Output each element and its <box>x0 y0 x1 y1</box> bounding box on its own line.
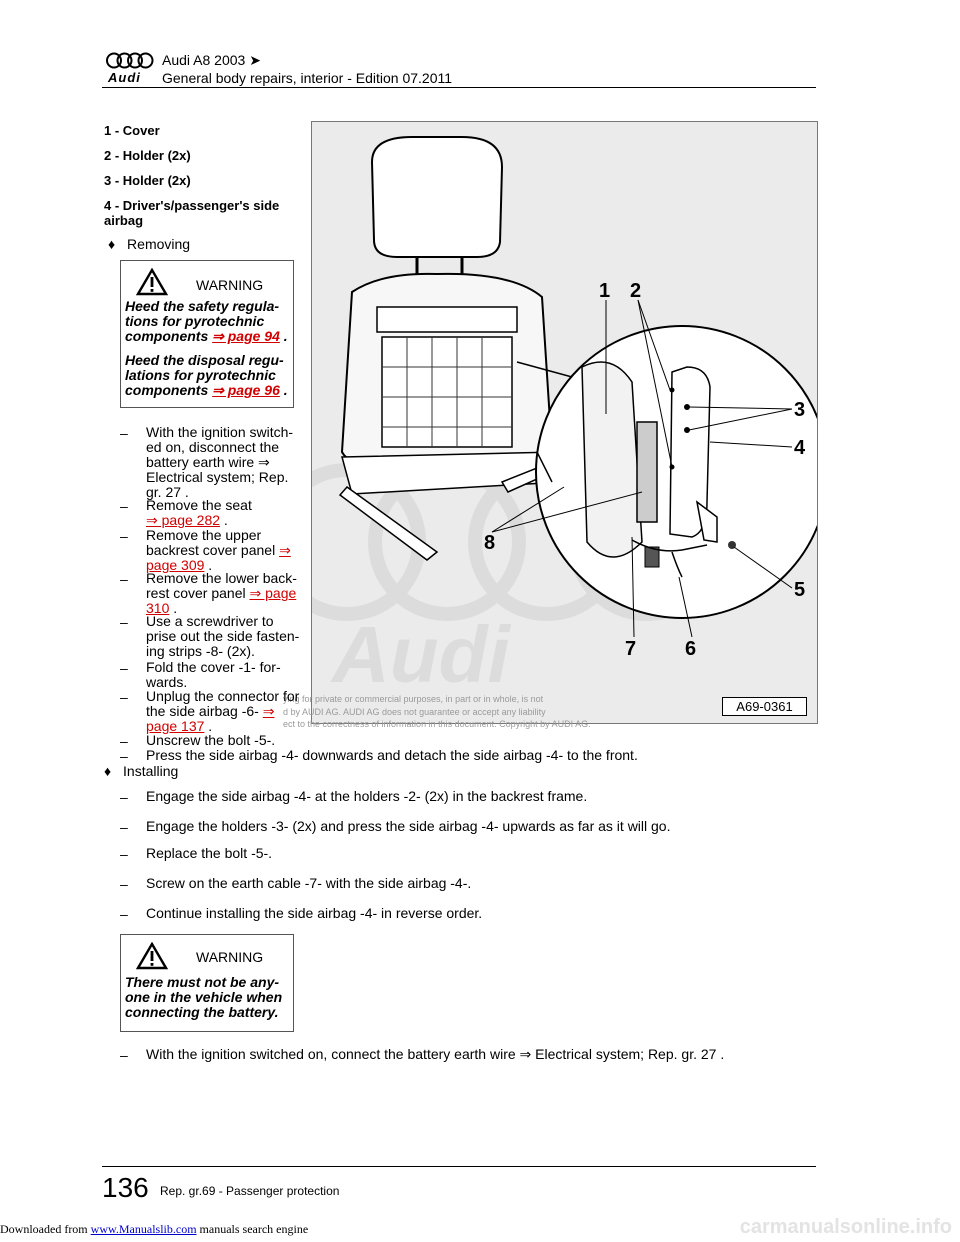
callout-8: 8 <box>484 532 495 554</box>
step-dash: – <box>120 571 128 587</box>
step-dash: – <box>120 689 128 705</box>
link-page-94[interactable]: ⇒ page 94 <box>212 328 280 344</box>
step-dash: – <box>120 425 128 441</box>
warning-title: WARNING <box>196 949 264 965</box>
diamond-bullet-icon: ♦ <box>104 763 112 779</box>
step-dash: – <box>120 789 128 805</box>
step-dash: – <box>120 748 128 764</box>
callout-7: 7 <box>625 638 636 660</box>
warning-triangle-icon <box>136 942 168 970</box>
install-step-4: Screw on the earth cable -7- with the si… <box>146 875 472 891</box>
footer-section: Rep. gr.69 - Passenger protection <box>160 1184 340 1198</box>
callout-1: 1 <box>599 280 610 302</box>
warning-title: WARNING <box>196 277 264 293</box>
remove-step-4: Remove the lower back-rest cover panel ⇒… <box>146 570 297 616</box>
remove-step-1: With the ignition switch-ed on, disconne… <box>146 424 294 500</box>
link-page-282[interactable]: ⇒ page 282 <box>146 512 221 528</box>
remove-step-8: Unscrew the bolt -5-. <box>146 732 276 748</box>
manualslib-link[interactable]: www.Manualslib.com <box>90 1222 197 1236</box>
step-dash: – <box>120 846 128 862</box>
installing-heading: ♦ Installing <box>104 763 179 779</box>
header-subtitle: General body repairs, interior - Edition… <box>162 70 453 86</box>
header-rule <box>102 87 816 88</box>
removing-heading: ♦ Removing <box>108 236 191 252</box>
figure-code: A69-0361 <box>722 697 807 716</box>
remove-step-5: Use a screwdriver to prise out the side … <box>146 613 300 659</box>
component-4: 4 - Driver's/passenger's side airbag <box>104 198 280 228</box>
audi-brand-logo: Audi <box>108 70 141 85</box>
component-1: 1 - Cover <box>104 123 160 138</box>
remove-step-7: Unplug the connector for the side airbag… <box>146 688 300 734</box>
step-dash: – <box>120 733 128 749</box>
header-model: Audi A8 2003 ➤ <box>162 52 261 68</box>
audi-rings-logo <box>106 52 154 69</box>
footer-rule <box>102 1166 816 1167</box>
install-step-3: Replace the bolt -5-. <box>146 845 273 861</box>
step-dash: – <box>120 498 128 514</box>
final-step: With the ignition switched on, connect t… <box>146 1046 725 1062</box>
component-2: 2 - Holder (2x) <box>104 148 191 163</box>
component-3: 3 - Holder (2x) <box>104 173 191 188</box>
step-dash: – <box>120 660 128 676</box>
link-page-96[interactable]: ⇒ page 96 <box>212 382 280 398</box>
link-page-310[interactable]: ⇒ page 310 <box>146 585 297 616</box>
warning-battery-text: There must not be any-one in the vehicle… <box>125 974 283 1020</box>
download-bar: Downloaded from www.Manualslib.com manua… <box>0 1222 309 1236</box>
link-page-309[interactable]: ⇒ page 309 <box>146 542 291 573</box>
callout-3: 3 <box>794 399 805 421</box>
warning-box-safety: WARNING Heed the safety regula-tions for… <box>120 260 294 408</box>
remove-step-9: Press the side airbag -4- downwards and … <box>146 747 638 763</box>
site-watermark: carmanualsonline.info <box>739 1216 952 1238</box>
step-dash: – <box>120 1047 128 1063</box>
callout-5: 5 <box>794 579 805 601</box>
svg-text:Audi: Audi <box>330 610 512 699</box>
callout-6: 6 <box>685 638 696 660</box>
seat-airbag-figure: Audi <box>311 121 818 724</box>
copyright-line-2: d by AUDI AG. AUDI AG does not guarantee… <box>283 707 546 717</box>
step-dash: – <box>120 614 128 630</box>
remove-step-6: Fold the cover -1- for-wards. <box>146 659 281 690</box>
copyright-line-1: ying for private or commercial purposes,… <box>283 694 544 704</box>
warning-item-safety: Heed the safety regula-tions for pyrotec… <box>125 298 288 344</box>
step-dash: – <box>120 819 128 835</box>
step-dash: – <box>120 876 128 892</box>
remove-step-3: Remove the upper backrest cover panel ⇒ … <box>146 527 291 573</box>
warning-triangle-icon <box>136 268 168 296</box>
diamond-bullet-icon: ♦ <box>108 236 116 252</box>
warning-item-disposal: Heed the disposal regu-lations for pyrot… <box>125 352 288 398</box>
install-step-2: Engage the holders -3- (2x) and press th… <box>146 818 671 834</box>
callout-2: 2 <box>630 280 641 302</box>
callout-4: 4 <box>794 437 806 459</box>
page-number: 136 <box>102 1172 149 1203</box>
warning-box-battery: WARNING There must not be any-one in the… <box>120 934 294 1032</box>
step-dash: – <box>120 906 128 922</box>
step-dash: – <box>120 528 128 544</box>
copyright-line-3: ect to the correctness of information in… <box>283 719 591 729</box>
remove-step-2: Remove the seat ⇒ page 282 . <box>146 497 252 528</box>
install-step-5: Continue installing the side airbag -4- … <box>146 905 483 921</box>
link-page-137[interactable]: ⇒ page 137 <box>146 703 275 734</box>
arrow-right-icon: ➤ <box>249 52 261 68</box>
install-step-1: Engage the side airbag -4- at the holder… <box>146 788 588 804</box>
